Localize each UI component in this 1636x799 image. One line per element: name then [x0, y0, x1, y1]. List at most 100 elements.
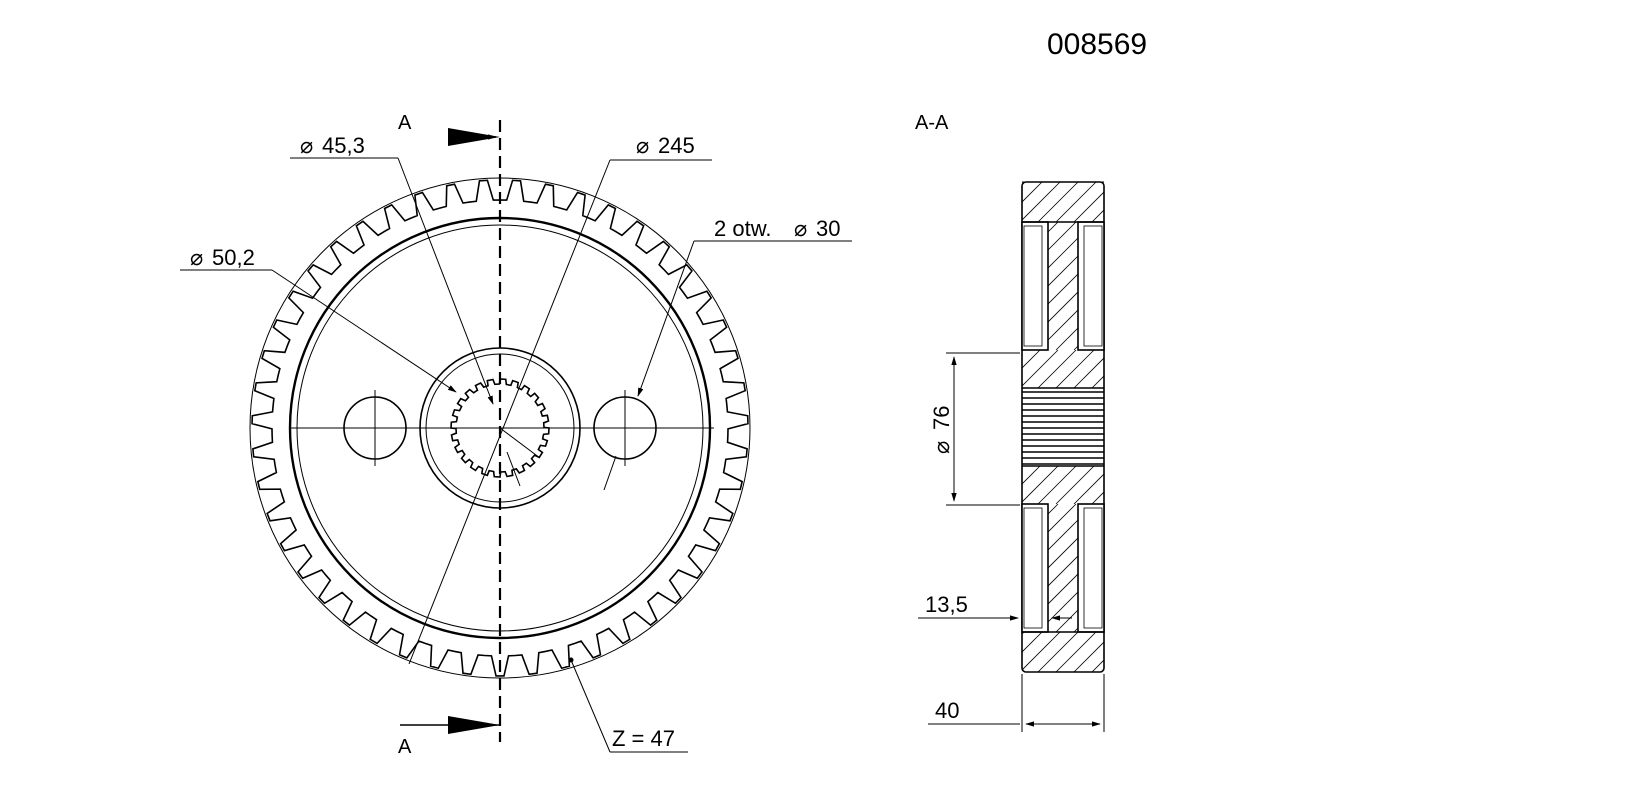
hatch-line	[1110, 466, 1148, 504]
hatch-line	[1164, 222, 1292, 350]
hatch-line	[1022, 350, 1041, 369]
hatch-line	[1128, 504, 1256, 632]
hatch-line	[1272, 504, 1400, 632]
part-number: 008569	[1047, 28, 1147, 61]
hatch-line	[966, 632, 1006, 672]
recess-top-left	[1021, 221, 1049, 351]
hatch-line	[1022, 350, 1023, 351]
hatch-line	[930, 466, 968, 504]
hatch-line	[1200, 504, 1328, 632]
hatch-line	[1182, 222, 1310, 350]
front-view: A A ⌀ 45,3 ⌀ 245 ⌀ 50,2 2 otw. ⌀ 30 Z = …	[180, 112, 852, 758]
hatch-line	[822, 466, 860, 504]
hatch-line	[858, 632, 898, 672]
hatch-line	[1146, 350, 1184, 388]
hatch-line	[1091, 491, 1104, 504]
hatch-line	[1128, 182, 1168, 222]
hatch-line	[1164, 182, 1204, 222]
hatch-line	[1022, 182, 1025, 185]
leader-d245-diag	[408, 159, 611, 665]
hatch-line	[1073, 191, 1104, 222]
bore-spline-grooves	[1022, 391, 1104, 465]
leader-holes-diag2	[603, 455, 617, 491]
dim-holes-label: 2 otw.	[714, 216, 771, 241]
hatch-line	[1272, 350, 1310, 388]
hatch-line	[1236, 222, 1364, 350]
hatch-line	[876, 222, 1004, 350]
dim-d-bore: 76	[929, 406, 954, 430]
hatch-line	[1200, 632, 1240, 672]
hatch-line	[1110, 222, 1238, 350]
hatch-line	[1164, 632, 1204, 672]
hatch-line	[858, 182, 898, 222]
hatch-line	[1073, 357, 1104, 388]
hatch-line	[876, 632, 916, 672]
hatch-line	[912, 466, 950, 504]
dim-web-offset: 13,5	[925, 592, 968, 617]
hatch-line	[1055, 632, 1097, 672]
section-view: A-A ⌀ 76 13,5	[822, 112, 1436, 732]
hatch-line	[1073, 641, 1104, 672]
hatch-line	[1182, 504, 1310, 632]
hatch-line	[1055, 466, 1095, 504]
hatch-line	[1218, 350, 1256, 388]
hatch-line	[1308, 504, 1436, 632]
hatch-line	[1022, 222, 1041, 241]
hatch-line	[822, 350, 860, 388]
hatch-line	[1254, 632, 1294, 672]
hatch-line	[1110, 350, 1148, 388]
hatch-line	[1254, 182, 1294, 222]
hatch-line	[1290, 504, 1418, 632]
hatch-line	[1254, 222, 1382, 350]
hatch-line	[1218, 504, 1346, 632]
hatch-line	[876, 182, 916, 222]
hatch-line	[840, 466, 878, 504]
hatch-line	[1308, 466, 1346, 504]
hatch-line	[1091, 619, 1104, 632]
hatch-web-bottom	[1022, 504, 1436, 632]
hatch-line	[912, 182, 952, 222]
hatch-line	[1290, 222, 1418, 350]
leader-holes-diag	[637, 240, 695, 397]
hatch-line	[1037, 632, 1079, 672]
hatch-line	[1290, 466, 1328, 504]
recess-bottom-right	[1077, 503, 1105, 633]
hatch-line	[1236, 504, 1364, 632]
hatch-line	[1290, 182, 1330, 222]
hatch-rim-top	[858, 182, 1348, 222]
hatch-line	[1272, 182, 1312, 222]
hatch-line	[1055, 182, 1097, 222]
hatch-line	[1290, 632, 1330, 672]
hatch-line	[858, 350, 896, 388]
hatch-line	[1236, 632, 1276, 672]
hatch-line	[1073, 473, 1104, 504]
hatch-line	[1146, 222, 1274, 350]
dim-d-hub: 45,3	[322, 133, 365, 158]
hatch-line	[1182, 466, 1220, 504]
leader-teeth-dot	[568, 657, 574, 663]
hatch-line	[1308, 182, 1348, 222]
hatch-line	[1146, 182, 1186, 222]
section-marker-top: A	[398, 112, 412, 134]
diameter-icon: ⌀	[929, 441, 954, 454]
hatch-line	[912, 350, 950, 388]
hatch-line	[1254, 350, 1292, 388]
hatch-line	[1110, 504, 1238, 632]
hatch-line	[858, 222, 986, 350]
hatch-line	[1022, 632, 1025, 635]
hatch-line	[1254, 466, 1292, 504]
hatch-line	[1164, 466, 1202, 504]
hatch-line	[1022, 632, 1043, 653]
hatch-line	[1091, 337, 1104, 350]
dim-holes-diameter: 30	[816, 216, 840, 241]
hatch-line	[1236, 350, 1274, 388]
hatch-line	[1218, 182, 1258, 222]
hatch-line	[1272, 222, 1400, 350]
hatch-line	[1236, 466, 1274, 504]
leader-d45-diag2	[506, 451, 521, 487]
gear-teeth-outline	[251, 179, 749, 677]
hatch-line	[966, 350, 1004, 388]
hatch-line	[1022, 466, 1023, 467]
hatch-line	[1218, 222, 1346, 350]
